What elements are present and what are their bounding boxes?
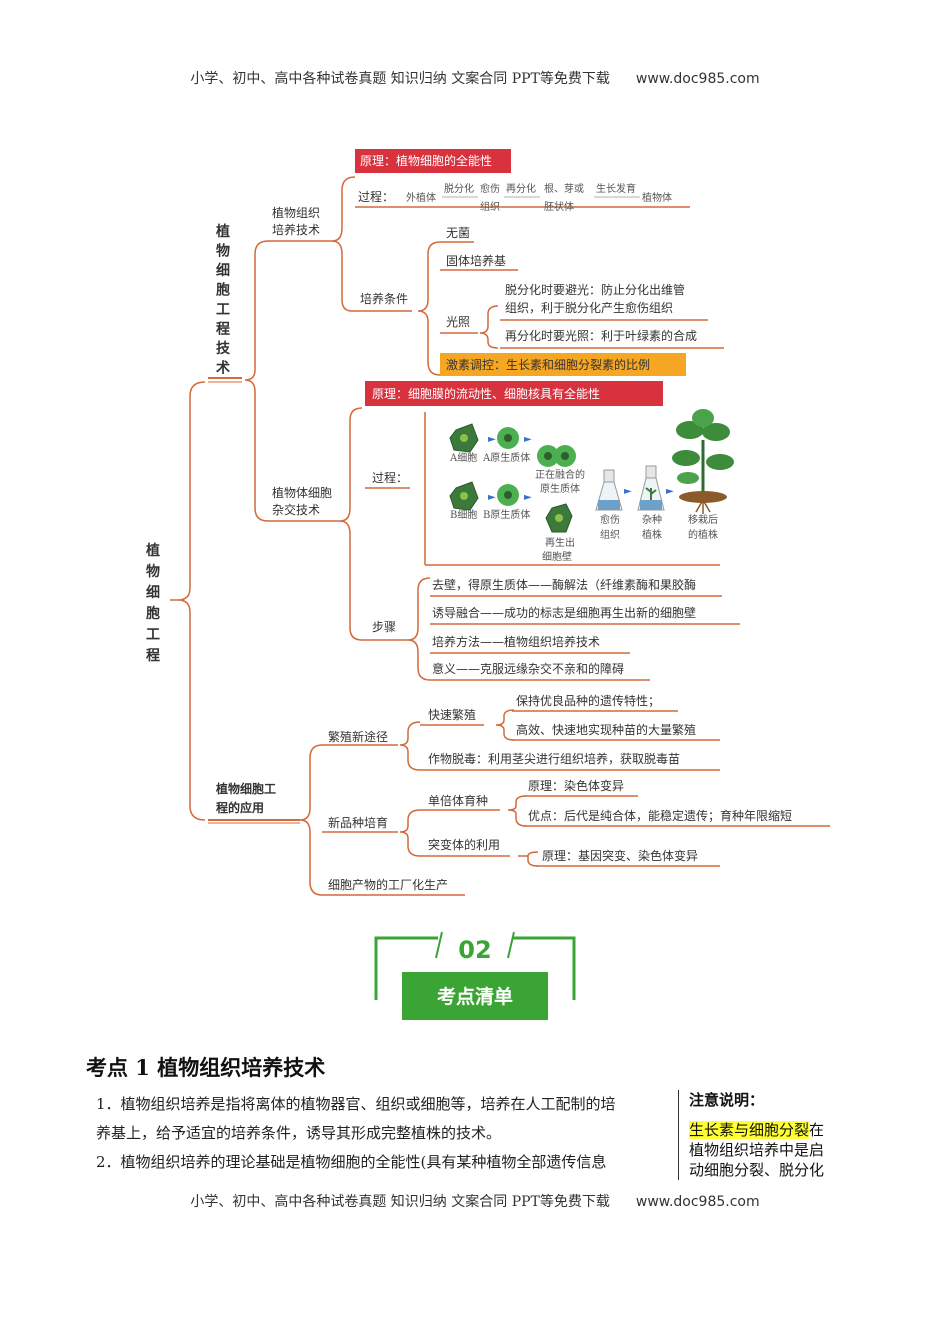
svg-text:胚状体: 胚状体 (544, 200, 574, 213)
svg-text:的植株: 的植株 (688, 528, 718, 541)
cond-solid: 固体培养基 (446, 253, 506, 268)
paragraph-2: 2．植物组织培养的理论基础是植物细胞的全能性(具有某种植物全部遗传信息 (96, 1153, 607, 1171)
detox-text: 作物脱毒：利用茎尖进行组织培养，获取脱毒苗 (428, 751, 680, 766)
svg-text:愈伤: 愈伤 (480, 182, 500, 195)
svg-text:B细胞: B细胞 (450, 508, 477, 521)
hybrid-label-1: 植物体细胞 (272, 485, 332, 500)
svg-text:►: ► (666, 486, 674, 497)
rapid-label: 快速繁殖 (428, 707, 476, 722)
fusion-figure: ► ► A细胞 A原生质体 正在融合的 原生质体 ► ► B细胞 B原生质体 再… (449, 409, 734, 563)
step-3: 培养方法——植物组织培养技术 (432, 634, 600, 649)
mutant-label: 突变体的利用 (428, 837, 500, 852)
svg-text:根、芽或: 根、芽或 (544, 182, 584, 195)
svg-text:B原生质体: B原生质体 (483, 508, 530, 521)
svg-text:植物体: 植物体 (642, 191, 672, 204)
new-variety-label: 新品种培育 (328, 815, 388, 830)
svg-text:►: ► (524, 434, 532, 445)
note-highlight: 生长素与细胞分裂 (689, 1121, 810, 1139)
light-dedifferentiation-1: 脱分化时要避光：防止分化出维管 (505, 282, 685, 297)
note-line1-tail: 在 (809, 1121, 825, 1139)
flask-hybrid-icon (637, 465, 665, 511)
process-label: 过程： (358, 189, 394, 204)
svg-text:细胞壁: 细胞壁 (542, 550, 572, 563)
page-footer: 小学、初中、高中各种试卷真题 知识归纳 文案合同 PPT等免费下载 www.doc… (0, 1191, 950, 1211)
branch2-label-1: 植物细胞工 (215, 781, 276, 796)
cond-sterile: 无菌 (446, 226, 470, 240)
banner-number: 02 (458, 936, 491, 964)
footer-text: 小学、初中、高中各种试卷真题 知识归纳 文案合同 PPT等免费下载 (190, 1194, 610, 1210)
hybrid-label-2: 杂交技术 (272, 502, 320, 517)
svg-text:►: ► (488, 434, 496, 445)
paragraph-1a: 1．植物组织培养是指将离体的植物器官、组织或细胞等，培养在人工配制的培 (96, 1095, 616, 1113)
factory-text: 细胞产物的工厂化生产 (328, 877, 448, 892)
mind-map: 植物细胞工程 植物细胞工程技术 植物组织 培养技术 原理：植物细胞的全能性 过程… (145, 149, 830, 896)
hybrid-process-label: 过程： (372, 470, 408, 485)
transplanted-plant-icon (672, 409, 734, 514)
header-url[interactable]: www.doc985.com (635, 71, 760, 87)
flask-callus-icon (595, 469, 623, 511)
paragraph-1b: 养基上，给予适宜的培养条件，诱导其形成完整植株的技术。 (96, 1124, 502, 1142)
conditions-label: 培养条件 (360, 291, 408, 306)
rapid-1: 保持优良品种的遗传特性； (516, 693, 660, 708)
banner-box (402, 972, 548, 1020)
mutant-principle: 原理：基因突变、染色体变异 (542, 848, 698, 863)
section-title: 考点 1 植物组织培养技术 (86, 1055, 326, 1080)
propagation-label: 繁殖新途径 (328, 729, 388, 744)
light-redifferentiation: 再分化时要光照：利于叶绿素的合成 (505, 328, 697, 343)
svg-text:植株: 植株 (642, 528, 662, 541)
step-1: 去壁，得原生质体——酶解法（纤维素酶和果胶酶 (432, 577, 696, 592)
svg-text:植物细胞工程: 植物细胞工程 (145, 542, 160, 664)
process-chain: 外植体 脱分化 愈伤 组织 再分化 根、芽或 胚状体 生长发育 植物体 (406, 182, 672, 213)
hormone-box (440, 353, 686, 376)
svg-text:A细胞: A细胞 (449, 451, 477, 464)
light-dedifferentiation-2: 组织，利于脱分化产生愈伤组织 (505, 300, 673, 315)
svg-text:再分化: 再分化 (506, 182, 536, 195)
svg-text:原生质体: 原生质体 (540, 482, 580, 495)
haploid-advantage: 优点：后代是纯合体，能稳定遗传；育种年限缩短 (528, 808, 792, 823)
svg-text:再生出: 再生出 (545, 536, 575, 549)
banner-label: 考点清单 (437, 985, 513, 1008)
principle-text-2: 原理：细胞膜的流动性、细胞核具有全能性 (372, 386, 600, 401)
note-title: 注意说明： (689, 1091, 765, 1109)
header-text: 小学、初中、高中各种试卷真题 知识归纳 文案合同 PPT等免费下载 (190, 71, 610, 87)
svg-text:►: ► (624, 486, 632, 497)
svg-text:外植体: 外植体 (406, 191, 436, 204)
cond-light: 光照 (446, 315, 470, 329)
footer-url[interactable]: www.doc985.com (635, 1194, 760, 1210)
tissue-culture-label-1: 植物组织 (272, 205, 320, 220)
svg-text:生长发育: 生长发育 (596, 182, 636, 195)
principle-box-1 (355, 149, 511, 173)
branch2-label-2: 程的应用 (216, 800, 264, 815)
note-line3: 动细胞分裂、脱分化 (689, 1161, 825, 1179)
svg-text:脱分化: 脱分化 (444, 182, 474, 195)
branch1-label: 植物细胞工程技术 (215, 223, 231, 377)
haploid-label: 单倍体育种 (428, 793, 488, 808)
svg-text:正在融合的: 正在融合的 (535, 468, 585, 481)
svg-text:杂种: 杂种 (642, 513, 662, 526)
svg-text:组织: 组织 (600, 528, 620, 541)
step-2: 诱导融合——成功的标志是细胞再生出新的细胞壁 (432, 605, 696, 620)
steps-label: 步骤 (372, 620, 396, 634)
svg-text:►: ► (488, 492, 496, 503)
principle-text-1: 原理：植物细胞的全能性 (360, 153, 492, 168)
step-4: 意义——克服远缘杂交不亲和的障碍 (432, 661, 624, 676)
svg-text:愈伤: 愈伤 (600, 513, 620, 526)
rapid-2: 高效、快速地实现种苗的大量繁殖 (516, 722, 696, 737)
svg-text:A原生质体: A原生质体 (482, 451, 530, 464)
haploid-principle: 原理：染色体变异 (528, 778, 624, 793)
principle-box-2 (365, 381, 663, 406)
tissue-culture-label-2: 培养技术 (272, 222, 320, 237)
root-label: 植物细胞工程 (145, 542, 160, 664)
svg-text:►: ► (524, 492, 532, 503)
note-line2: 植物组织培养中是启 (689, 1141, 825, 1159)
svg-text:移栽后: 移栽后 (688, 513, 718, 526)
page-header: 小学、初中、高中各种试卷真题 知识归纳 文案合同 PPT等免费下载 www.doc… (0, 68, 950, 88)
hormone-text: 激素调控：生长素和细胞分裂素的比例 (446, 357, 650, 372)
section-banner: 02 考点清单 (374, 930, 576, 1024)
note-box: 注意说明： 生长素与细胞分裂在 植物组织培养中是启 动细胞分裂、脱分化 (678, 1090, 859, 1180)
svg-text:组织: 组织 (480, 200, 500, 213)
